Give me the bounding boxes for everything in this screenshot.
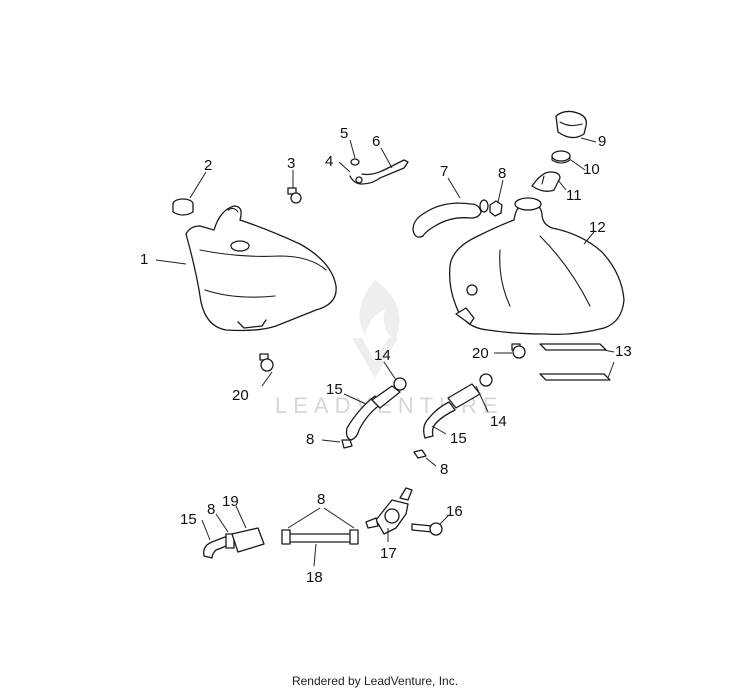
leader-lines <box>155 137 615 567</box>
label-9: 9 <box>598 133 606 150</box>
part-14-filter-left <box>371 377 407 409</box>
part-2-grommet <box>172 198 194 216</box>
part-3-bolt <box>287 187 302 204</box>
label-8-right: 8 <box>440 461 448 478</box>
part-17-fuel-valve <box>365 487 413 535</box>
part-14-filter-right <box>447 373 493 409</box>
part-13-strips <box>539 343 611 381</box>
callout-labels: 1 2 3 4 5 6 7 8 9 10 11 12 13 20 20 14 1… <box>140 125 632 586</box>
part-7-vent-hose <box>412 199 489 238</box>
part-11-filler-neck <box>531 171 561 192</box>
label-8-left: 8 <box>306 431 314 448</box>
label-3: 3 <box>287 155 295 172</box>
label-8-top: 8 <box>498 165 506 182</box>
part-8-clamp-left <box>341 439 353 449</box>
part-8-clamp-right <box>413 449 427 459</box>
footer-credit: Rendered by LeadVenture, Inc. <box>291 674 459 688</box>
part-19-fuel-filter <box>231 527 265 553</box>
label-17: 17 <box>380 545 397 562</box>
label-20-right: 20 <box>472 345 489 362</box>
part-9-fuel-cap <box>555 110 588 139</box>
part-4-5-6-clip-assembly <box>349 158 409 185</box>
part-10-gasket <box>551 150 571 164</box>
watermark-logo <box>352 280 400 378</box>
label-19: 19 <box>222 493 239 510</box>
label-6: 6 <box>372 133 380 150</box>
label-8-bottom: 8 <box>207 501 215 518</box>
label-13: 13 <box>615 343 632 360</box>
part-18-hose <box>287 533 353 543</box>
part-20-bolt-right <box>511 343 526 359</box>
part-8-clamp-top <box>489 200 503 217</box>
label-20-left: 20 <box>232 387 249 404</box>
part-16-bolt <box>411 522 443 536</box>
label-15-left: 15 <box>326 381 343 398</box>
label-12: 12 <box>589 219 606 236</box>
label-15-right: 15 <box>450 430 467 447</box>
label-18: 18 <box>306 569 323 586</box>
part-15-hose-left <box>345 395 382 441</box>
label-11: 11 <box>566 187 582 204</box>
label-15-bottom: 15 <box>180 511 197 528</box>
part-8-clamps-pair <box>281 529 359 545</box>
label-8-pair: 8 <box>317 491 325 508</box>
part-1-left-tank <box>185 205 337 332</box>
label-10: 10 <box>583 161 600 178</box>
label-5: 5 <box>340 125 348 142</box>
label-14-right: 14 <box>490 413 507 430</box>
label-1: 1 <box>140 251 148 268</box>
label-4: 4 <box>325 153 333 170</box>
label-7: 7 <box>440 163 448 180</box>
part-20-bolt-left <box>259 353 274 372</box>
part-12-right-tank <box>448 197 625 336</box>
label-2: 2 <box>204 157 212 174</box>
label-14-left: 14 <box>374 347 391 364</box>
label-16: 16 <box>446 503 463 520</box>
